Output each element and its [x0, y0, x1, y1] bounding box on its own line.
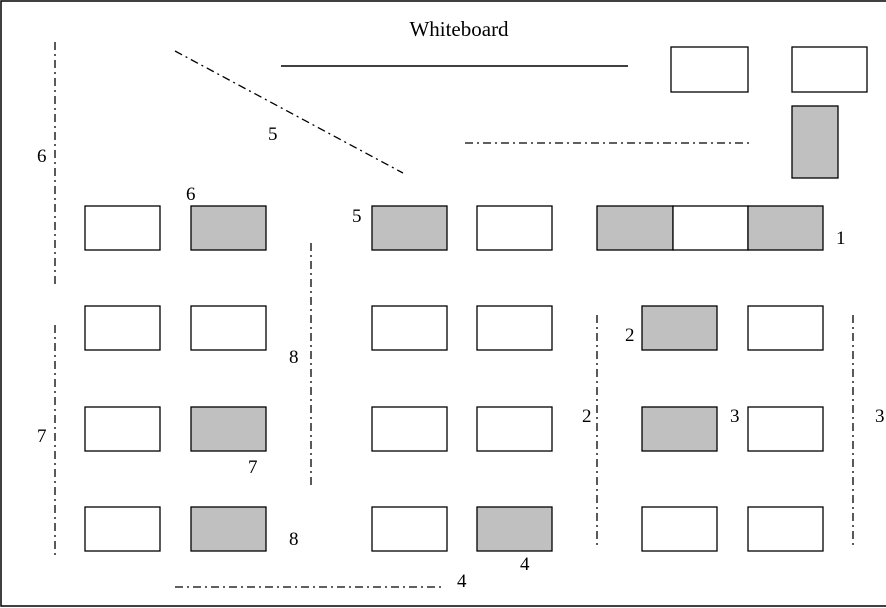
empty-desk — [84, 205, 161, 251]
empty-desk — [84, 305, 161, 351]
empty-desk — [190, 305, 267, 351]
empty-desk — [670, 46, 749, 93]
label-3: 3 — [730, 406, 740, 427]
label-7: 7 — [37, 426, 47, 447]
empty-desk — [371, 406, 448, 452]
occupied-desk — [190, 506, 267, 552]
label-4: 4 — [520, 554, 530, 575]
empty-desk — [371, 506, 448, 552]
label-6: 6 — [37, 146, 47, 167]
label-4: 4 — [457, 571, 467, 592]
label-5: 5 — [352, 206, 362, 227]
label-6: 6 — [186, 184, 196, 205]
empty-desk — [747, 406, 824, 452]
occupied-desk — [641, 406, 718, 452]
empty-desk — [476, 406, 553, 452]
occupied-desk — [190, 406, 267, 452]
label-3: 3 — [875, 406, 885, 427]
empty-desk — [791, 46, 868, 93]
empty-desk — [672, 205, 749, 251]
path-5 — [174, 50, 404, 174]
empty-desk — [84, 406, 161, 452]
paths — [54, 42, 854, 588]
empty-desk — [476, 205, 553, 251]
occupied-desk — [641, 305, 718, 351]
occupied-desk — [476, 506, 553, 552]
occupied-desk — [371, 205, 448, 251]
occupied-desk — [791, 105, 839, 179]
label-7: 7 — [248, 457, 258, 478]
empty-desk — [641, 506, 718, 552]
label-1: 1 — [836, 228, 846, 249]
occupied-desk — [596, 205, 674, 251]
label-2: 2 — [625, 325, 635, 346]
empty-desk — [747, 305, 824, 351]
label-2: 2 — [582, 406, 592, 427]
empty-desk — [84, 506, 161, 552]
desks — [84, 46, 868, 552]
label-8: 8 — [289, 529, 299, 550]
number-labels: 1 2 2 3 3 4 4 5 5 6 6 7 7 8 8 — [37, 124, 885, 592]
empty-desk — [476, 305, 553, 351]
occupied-desk — [747, 205, 824, 251]
label-8: 8 — [289, 347, 299, 368]
occupied-desk — [190, 205, 267, 251]
label-5: 5 — [268, 124, 278, 145]
empty-desk — [747, 506, 824, 552]
empty-desk — [371, 305, 448, 351]
whiteboard-label: Whiteboard — [409, 17, 509, 41]
